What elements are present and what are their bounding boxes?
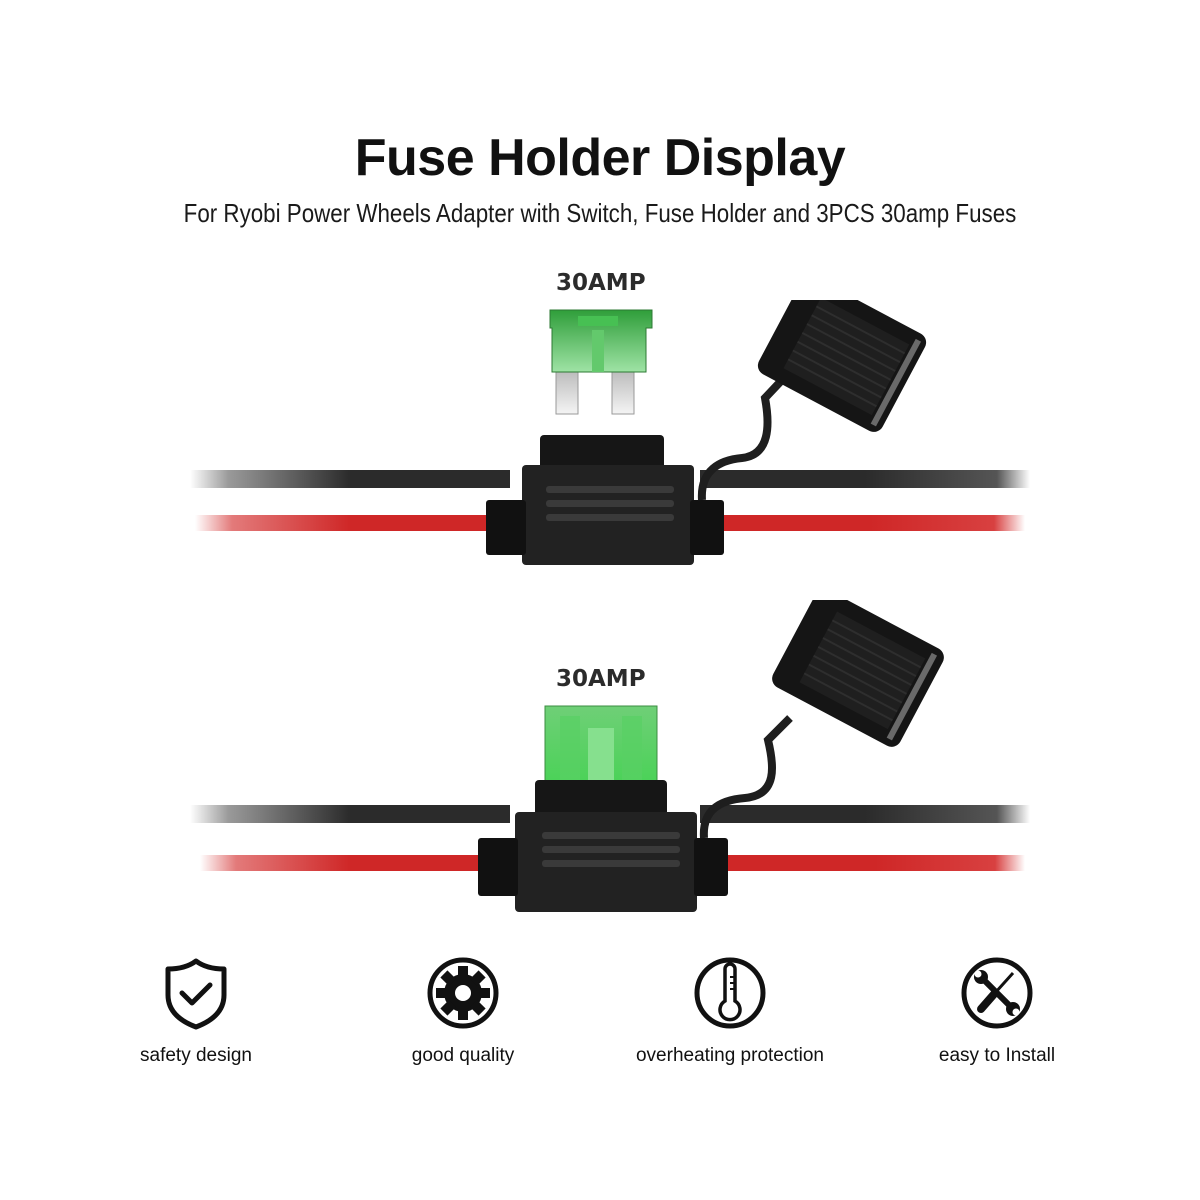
feature-label: easy to Install (938, 1045, 1056, 1066)
fuse-amp-label: 30AMP (556, 270, 646, 296)
gear-icon (425, 955, 501, 1031)
feature-safety-design: safety design (76, 955, 316, 1067)
fuse-holder-illustration-removed (0, 300, 1200, 580)
blade-fuse (544, 705, 658, 785)
fuse-holder-cap (757, 300, 927, 432)
fuse-holder-cap (772, 600, 944, 747)
fuse-holder (486, 377, 785, 565)
feature-easy-to-install: easy to Install (877, 955, 1117, 1067)
feature-label: good quality (411, 1045, 515, 1066)
page-subtitle: For Ryobi Power Wheels Adapter with Swit… (183, 198, 1017, 228)
feature-good-quality: good quality (343, 955, 583, 1067)
black-wire (190, 470, 510, 488)
feature-label: overheating protection (635, 1045, 824, 1066)
feature-label: safety design (140, 1045, 252, 1066)
shield-check-icon (158, 955, 234, 1031)
fuse-amp-label: 30AMP (556, 666, 646, 692)
black-wire (190, 805, 510, 823)
fuse-holder-illustration-inserted (0, 600, 1200, 920)
red-wire (195, 515, 505, 531)
blade-fuse (549, 309, 653, 415)
page-title: Fuse Holder Display (354, 129, 846, 187)
tools-icon (959, 955, 1035, 1031)
red-wire (200, 855, 500, 871)
fuse-holder (478, 715, 793, 912)
thermometer-icon (692, 955, 768, 1031)
feature-overheating-protection: overheating protection (610, 955, 850, 1067)
